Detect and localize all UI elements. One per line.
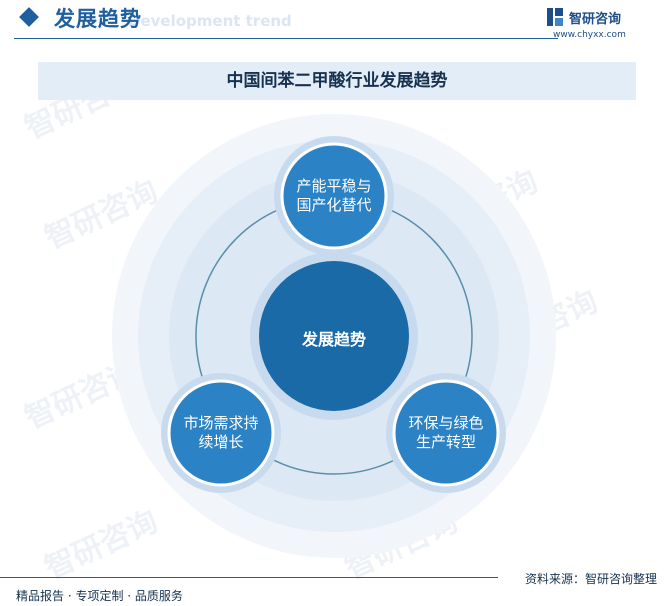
footer-divider (0, 577, 498, 578)
header: Development trend 发展趋势 智研咨询 www.chyxx.co… (0, 0, 669, 44)
node-label-line: 环保与绿色 (408, 414, 484, 432)
source-note: 资料来源：智研咨询整理 (524, 572, 657, 586)
node-label-line: 国产化替代 (296, 196, 372, 214)
brand-name: 智研咨询 (569, 12, 622, 27)
node-circle (280, 142, 388, 250)
page-title: 中国间苯二甲酸行业发展趋势 (226, 71, 448, 91)
node-label-line: 续增长 (198, 433, 244, 451)
brand: 智研咨询 www.chyxx.com (547, 6, 657, 42)
node-label-line: 产能平稳与 (296, 177, 372, 195)
section-title: 发展趋势 (54, 7, 142, 31)
center-label: 发展趋势 (301, 330, 366, 349)
section-subtitle: Development trend (128, 12, 292, 30)
brand-url: www.chyxx.com (553, 30, 626, 40)
header-divider (14, 38, 558, 39)
footer-tagline: 精品报告 · 专项定制 · 品质服务 (16, 589, 183, 603)
node-circle (392, 379, 500, 487)
brand-logo-icon (547, 8, 563, 26)
node-label-demand: 市场需求持 续增长 (161, 414, 281, 452)
node-label-green: 环保与绿色 生产转型 (386, 414, 506, 452)
title-band: 中国间苯二甲酸行业发展趋势 (38, 62, 636, 100)
node-label-line: 市场需求持 (183, 414, 259, 432)
center-circle (259, 261, 409, 411)
node-circle (167, 379, 275, 487)
node-label-capacity: 产能平稳与 国产化替代 (274, 177, 394, 215)
node-label-line: 生产转型 (415, 433, 476, 451)
